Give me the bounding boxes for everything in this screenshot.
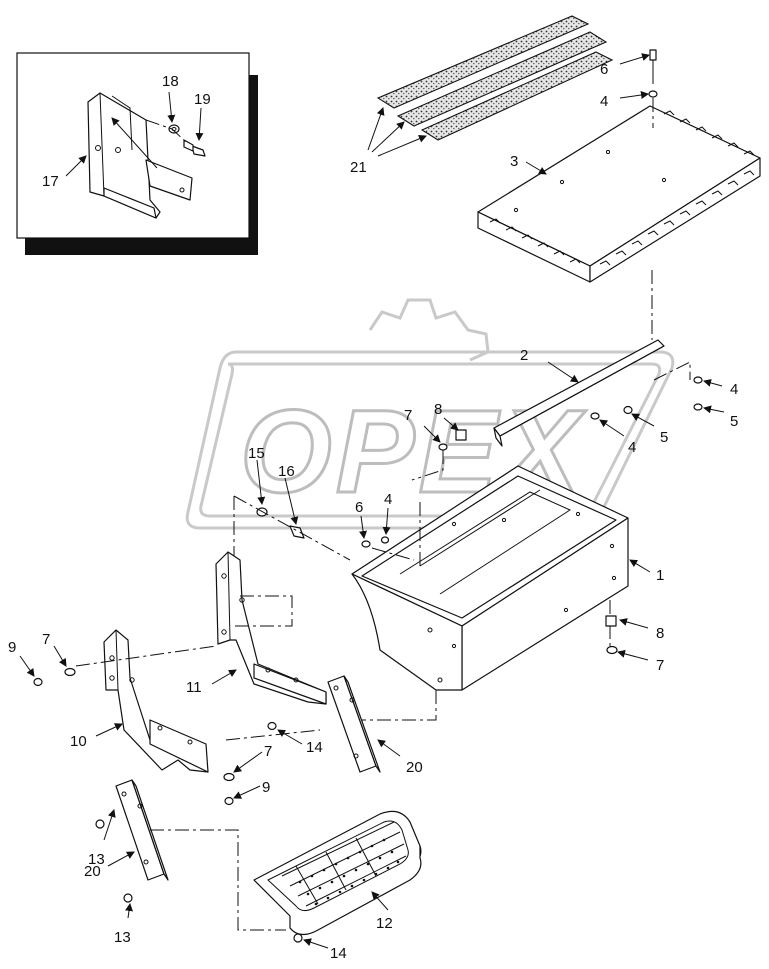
- callout-8-upper: 8: [434, 401, 442, 418]
- callout-21: 21: [350, 159, 367, 176]
- callout-4-top: 4: [600, 93, 608, 110]
- callout-1: 1: [656, 567, 664, 584]
- callout-5-mid: 5: [660, 429, 668, 446]
- callout-17: 17: [42, 173, 59, 190]
- callout-6-top: 6: [600, 61, 608, 78]
- part-19-bolt: [183, 139, 206, 157]
- callout-15: 15: [248, 445, 265, 462]
- callout-6-mid: 6: [355, 499, 363, 516]
- callout-11: 11: [186, 679, 202, 696]
- part-20-plate-upper: 20: [327, 675, 423, 776]
- callout-2: 2: [520, 347, 528, 364]
- part-2-angle-rail: 2: [493, 270, 691, 447]
- top-bolt-6-washer-4: 6 4: [600, 49, 658, 128]
- callout-4-lower: 4: [384, 491, 392, 508]
- bottom-hardware-14: 14: [293, 933, 347, 962]
- callout-20-lower: 20: [84, 863, 101, 880]
- callout-10: 10: [70, 733, 87, 750]
- upper-bolt-8-washer-7: 7 8: [404, 401, 467, 481]
- part-11-bracket: 11: [186, 551, 327, 705]
- mid-hardware-14-7-9: 14 7 9: [223, 721, 323, 806]
- callout-18: 18: [162, 73, 179, 90]
- mid-bolt-6-washer-4: 6 4: [355, 491, 415, 561]
- part-17-bracket: [87, 92, 193, 219]
- callout-7-left: 7: [42, 631, 50, 648]
- part-1-step-box: 1: [351, 465, 664, 721]
- right-hardware-4-5: 4 5 4 5: [590, 376, 738, 456]
- lower-right-bolt-8-washer-7: 8 7: [605, 615, 664, 674]
- left-hardware-9-7: 9 7: [8, 631, 76, 687]
- callout-7-mid: 7: [264, 743, 272, 760]
- callout-9-mid: 9: [262, 779, 270, 796]
- callout-14-mid: 14: [306, 739, 323, 756]
- callout-7-upper: 7: [404, 407, 412, 424]
- callout-9-left: 9: [8, 639, 16, 656]
- callout-13-lower: 13: [114, 929, 131, 946]
- part-10-bracket: 10: [70, 629, 217, 773]
- part-12-grated-step: 12: [253, 810, 422, 936]
- callout-19: 19: [194, 91, 211, 108]
- inset-detail-box: 17 18 19: [16, 52, 258, 255]
- callout-12: 12: [376, 915, 393, 932]
- callout-3: 3: [510, 153, 518, 170]
- watermark-logo: OPEX: [185, 298, 675, 530]
- callout-14-bottom: 14: [330, 945, 347, 962]
- callout-4-mid: 4: [628, 439, 636, 456]
- callout-5-right: 5: [730, 413, 738, 430]
- callout-13-upper: 13: [88, 851, 105, 868]
- hardware-13: 13 13: [88, 809, 286, 946]
- part-3-step-tread: 3: [477, 105, 761, 283]
- callout-20-upper: 20: [406, 759, 423, 776]
- callout-8-lower: 8: [656, 625, 664, 642]
- part-21-grip-strips: 21: [350, 15, 614, 176]
- callout-7-lower-right: 7: [656, 657, 664, 674]
- callout-4-right: 4: [730, 381, 738, 398]
- callout-16: 16: [278, 463, 295, 480]
